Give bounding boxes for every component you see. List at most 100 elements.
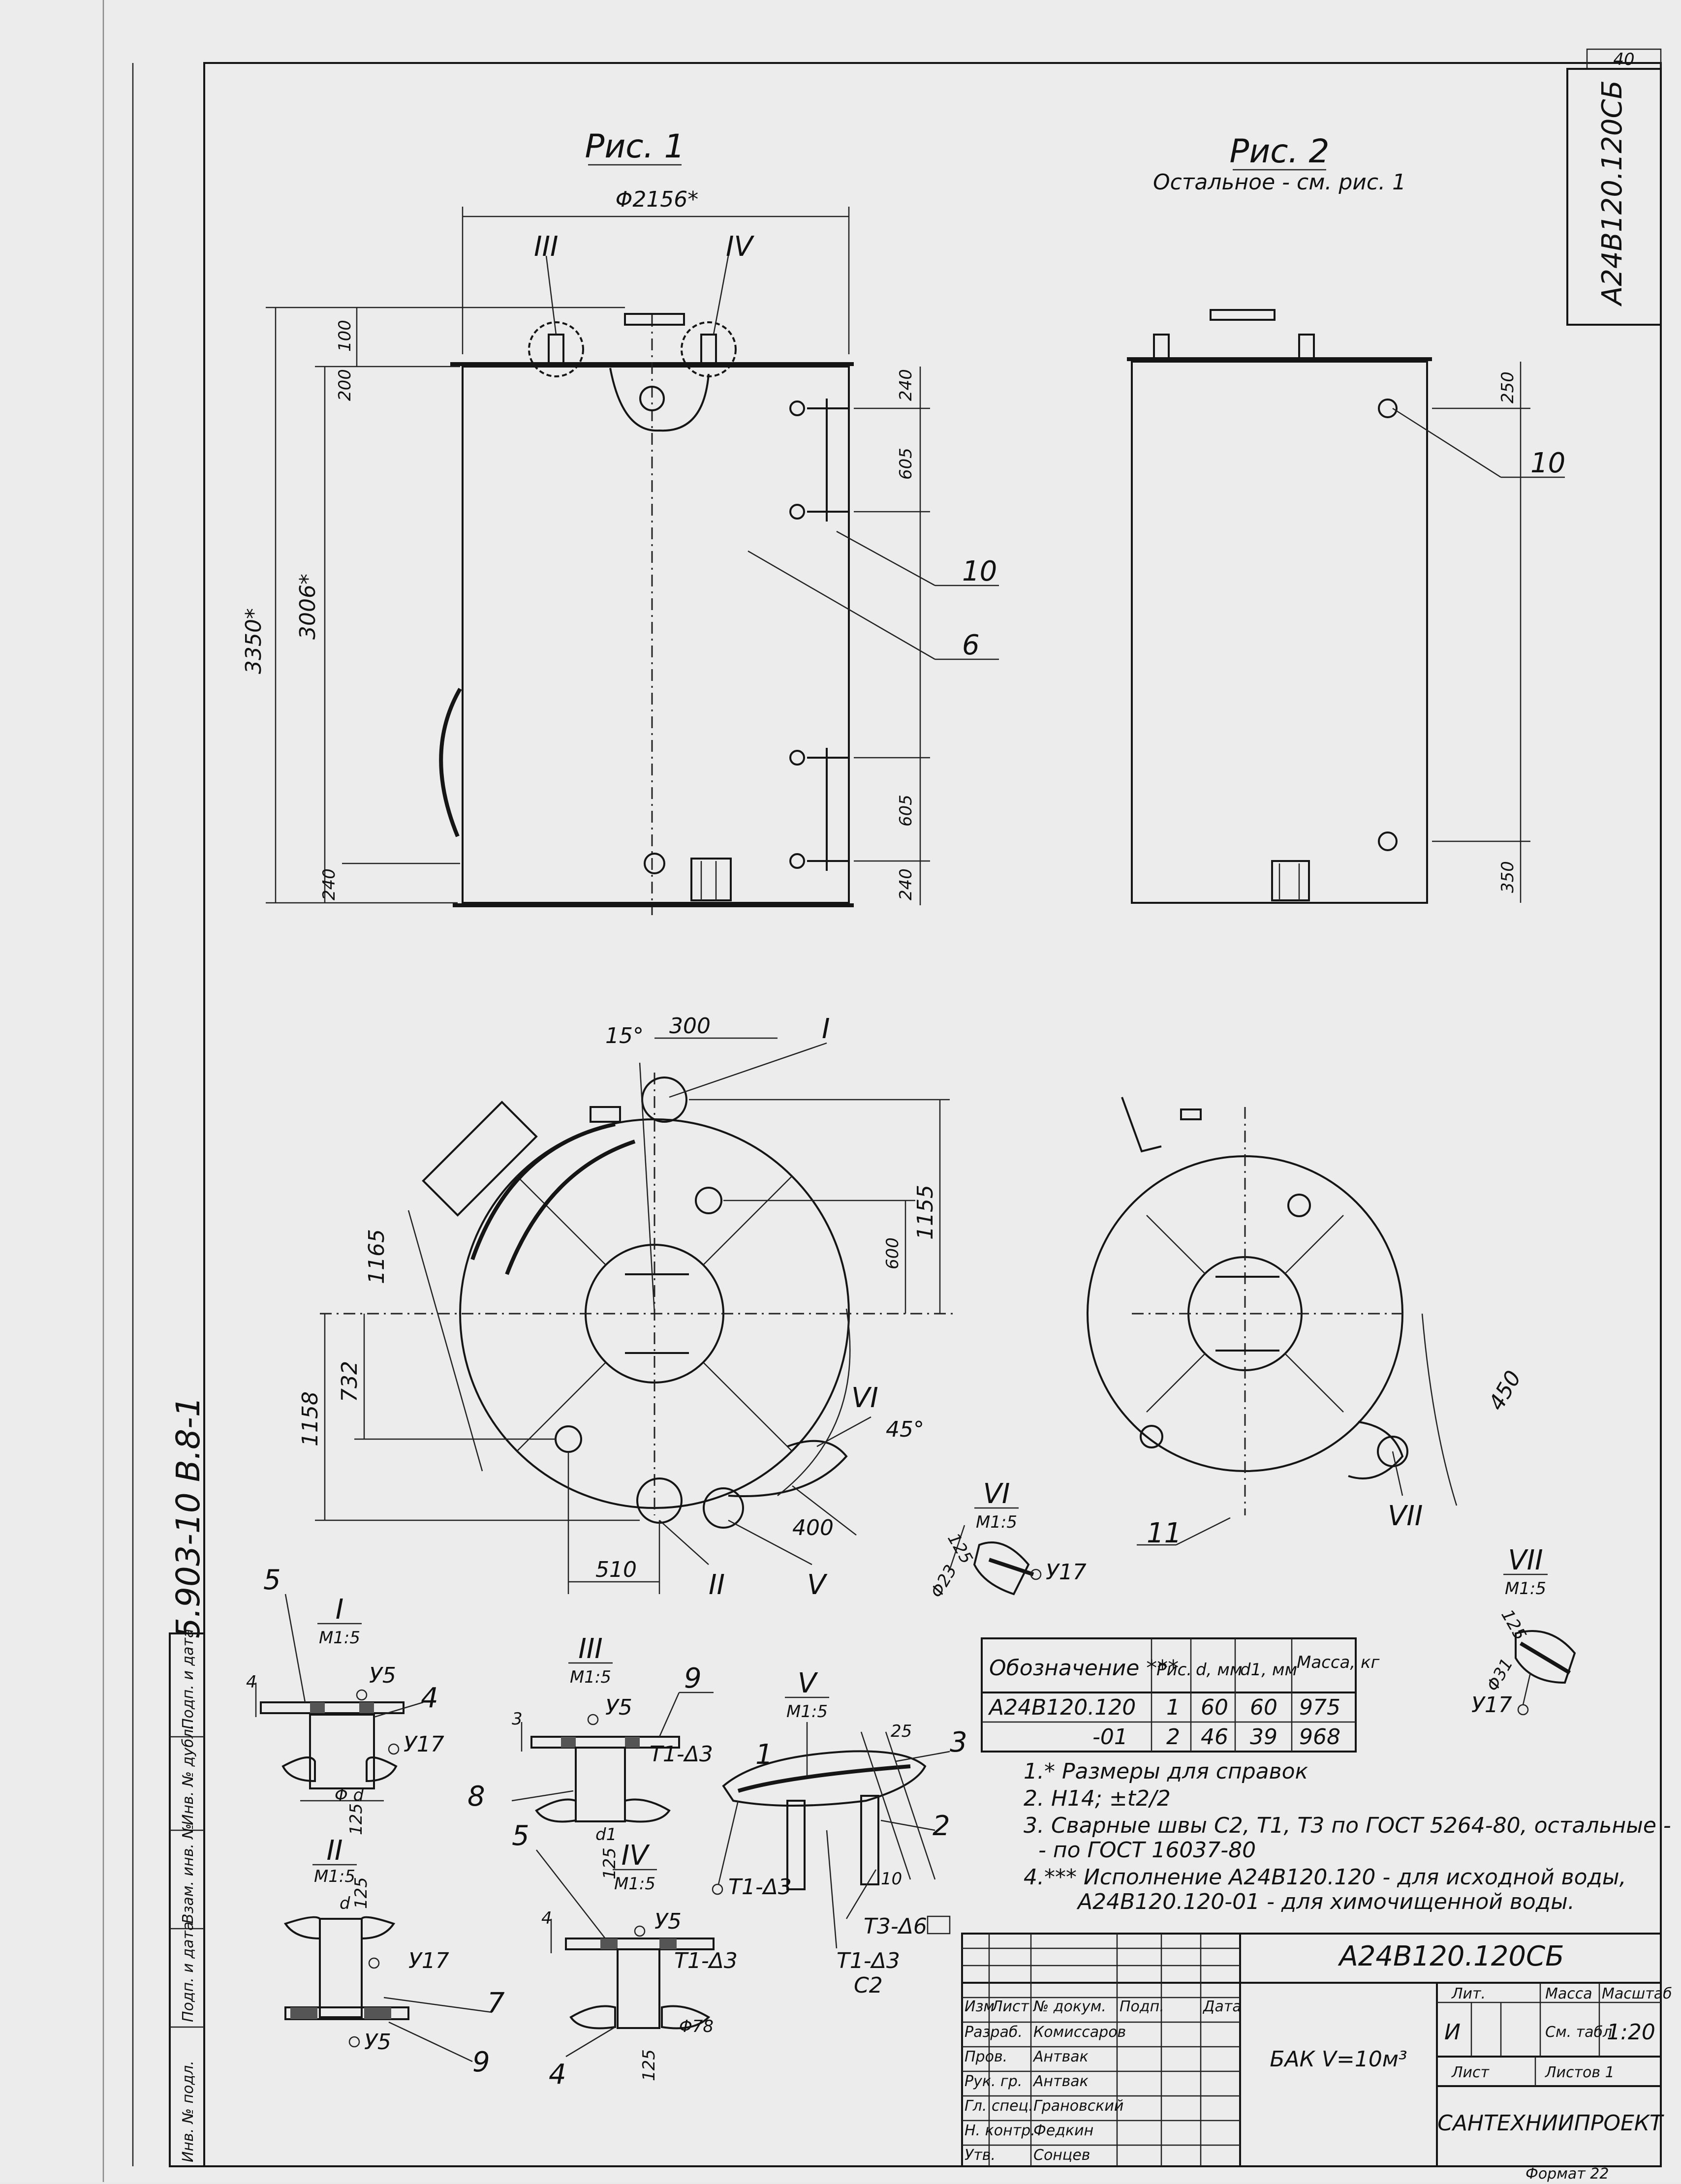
svg-text:400: 400 <box>792 1515 834 1540</box>
svg-text:Φ78: Φ78 <box>679 2017 714 2036</box>
svg-text:Сонцев: Сонцев <box>1033 2147 1090 2164</box>
svg-text:240: 240 <box>319 868 339 900</box>
svg-text:M1:5: M1:5 <box>1505 1579 1546 1599</box>
svg-text:510: 510 <box>595 1557 637 1582</box>
svg-text:350: 350 <box>1498 861 1518 893</box>
svg-text:60: 60 <box>1250 1695 1277 1720</box>
svg-text:I: I <box>822 1013 830 1045</box>
svg-text:Комиссаров: Комиссаров <box>1033 2024 1126 2041</box>
svg-text:125: 125 <box>351 1877 371 1909</box>
svg-text:У17: У17 <box>404 1732 444 1757</box>
svg-text:4.*** Исполнение А24В120.120: 4.*** Исполнение А24В120.120 - для исход… <box>1024 1865 1626 1890</box>
svg-text:III: III <box>578 1633 603 1665</box>
svg-text:VII: VII <box>1388 1500 1423 1532</box>
svg-text:Т1-Δ3: Т1-Δ3 <box>650 1742 713 1767</box>
svg-text:У5: У5 <box>654 1909 682 1934</box>
notes: 1.* Размеры для справок 2. Н14; ±t2/2 3.… <box>1024 1759 1671 1914</box>
svg-text:VII: VII <box>1508 1544 1543 1576</box>
svg-text:- по ГОСТ 16037-80: - по ГОСТ 16037-80 <box>1038 1838 1256 1863</box>
svg-text:VI: VI <box>851 1382 878 1414</box>
svg-text:См. табл: См. табл <box>1545 2024 1612 2041</box>
svg-text:У17: У17 <box>1046 1560 1087 1585</box>
svg-text:Подп. и дата: Подп. и дата <box>180 1629 197 1729</box>
svg-text:1155: 1155 <box>913 1185 938 1240</box>
svg-text:Утв.: Утв. <box>965 2147 996 2164</box>
svg-text:100: 100 <box>335 320 355 352</box>
svg-text:У5: У5 <box>364 2030 391 2055</box>
svg-text:10: 10 <box>881 1869 902 1889</box>
svg-text:Масса: Масса <box>1545 1985 1592 2002</box>
svg-text:Взам. инв. №: Взам. инв. № <box>180 1823 197 1924</box>
svg-text:3. Сварные швы С2, Т1, Т3 по Г: 3. Сварные швы С2, Т1, Т3 по ГОСТ 5264-8… <box>1024 1813 1671 1838</box>
svg-text:240: 240 <box>896 369 916 401</box>
title-block: А24В120.120СБ Изм Лист № докум. Подп. Да… <box>961 1933 1672 2167</box>
svg-text:1165: 1165 <box>364 1229 389 1284</box>
detail-II: II M1:5 d 125 У17 У5 7 9 <box>283 1835 505 2078</box>
svg-text:15°: 15° <box>605 1023 644 1048</box>
svg-text:1158: 1158 <box>298 1391 323 1446</box>
svg-text:732: 732 <box>337 1361 362 1402</box>
svg-text:10: 10 <box>1530 447 1565 479</box>
svg-text:1: 1 <box>1166 1695 1180 1720</box>
svg-text:Лист: Лист <box>991 1998 1030 2015</box>
svg-text:125: 125 <box>346 1803 366 1835</box>
svg-text:III: III <box>534 231 559 263</box>
detail-IV: IV M1:5 4 У5 Т1-Δ3 Φ78 125 5 4 <box>512 1820 738 2091</box>
svg-text:125: 125 <box>600 1847 620 1879</box>
svg-text:У5: У5 <box>369 1663 396 1688</box>
svg-text:4: 4 <box>421 1682 438 1714</box>
svg-text:2: 2 <box>1166 1724 1180 1750</box>
svg-text:У5: У5 <box>605 1695 632 1720</box>
svg-text:11: 11 <box>1147 1517 1182 1549</box>
svg-text:8: 8 <box>467 1781 485 1813</box>
detail-V: V M1:5 25 10 1 3 2 Т1-Δ3 Т1-Δ3 С2 Т3-Δ6 <box>712 1667 967 1998</box>
svg-text:d: d <box>340 1894 350 1913</box>
svg-text:VI: VI <box>983 1478 1010 1510</box>
svg-text:9: 9 <box>472 2046 490 2078</box>
svg-text:10: 10 <box>962 555 997 587</box>
svg-text:Изм: Изм <box>965 1998 995 2015</box>
svg-text:3350*: 3350* <box>241 608 266 674</box>
svg-text:250: 250 <box>1498 371 1518 403</box>
svg-text:Грановский: Грановский <box>1033 2097 1123 2115</box>
svg-text:4: 4 <box>246 1672 257 1692</box>
svg-text:Разраб.: Разраб. <box>965 2024 1023 2041</box>
svg-text:I: I <box>336 1594 344 1626</box>
svg-text:Т3-Δ6: Т3-Δ6 <box>864 1914 927 1939</box>
svg-text:M1:5: M1:5 <box>319 1628 360 1648</box>
svg-text:Т1-Δ3: Т1-Δ3 <box>728 1875 792 1900</box>
svg-text:У17: У17 <box>408 1948 449 1973</box>
svg-text:240: 240 <box>896 868 916 900</box>
svg-text:-01: -01 <box>1092 1724 1128 1750</box>
svg-text:Листов 1: Листов 1 <box>1545 2064 1615 2081</box>
svg-text:Рис. 1: Рис. 1 <box>585 127 685 165</box>
svg-text:2. Н14; ±t2/2: 2. Н14; ±t2/2 <box>1024 1786 1171 1811</box>
svg-text:M1:5: M1:5 <box>570 1667 611 1687</box>
svg-text:605: 605 <box>896 448 916 480</box>
svg-text:IV: IV <box>622 1840 651 1872</box>
svg-text:300: 300 <box>669 1014 711 1039</box>
svg-text:d, мм: d, мм <box>1196 1660 1243 1680</box>
svg-text:46: 46 <box>1201 1724 1228 1750</box>
detail-III: III M1:5 3 У5 9 Т1-Δ3 8 d1 125 <box>467 1633 714 1879</box>
svg-text:Т1-Δ3: Т1-Δ3 <box>674 1948 738 1973</box>
plan2-view: 450 VII 11 <box>1087 1097 1526 1549</box>
svg-text:605: 605 <box>896 795 916 827</box>
svg-text:Масштаб: Масштаб <box>1602 1985 1672 2002</box>
svg-text:40: 40 <box>1613 50 1634 69</box>
svg-text:5: 5 <box>512 1820 529 1852</box>
svg-text:САНТЕХНИИПРОЕКТ: САНТЕХНИИПРОЕКТ <box>1437 2111 1664 2136</box>
svg-text:M1:5: M1:5 <box>976 1512 1017 1532</box>
svg-text:Подп. и дата: Подп. и дата <box>180 1922 197 2022</box>
svg-text:1: 1 <box>755 1739 773 1771</box>
svg-text:6: 6 <box>962 629 980 661</box>
svg-text:d1, мм: d1, мм <box>1240 1660 1297 1680</box>
svg-text:А24В120.120: А24В120.120 <box>988 1695 1136 1720</box>
svg-text:IV: IV <box>726 231 755 263</box>
svg-text:Рис. 2: Рис. 2 <box>1230 132 1330 170</box>
svg-text:A24B120.120СБ: A24B120.120СБ <box>1596 80 1628 307</box>
svg-text:Φ2156*: Φ2156* <box>616 187 699 212</box>
svg-text:Φ d: Φ d <box>335 1785 364 1805</box>
series-label: 5.903-10 В.8-1 <box>169 1396 207 1638</box>
